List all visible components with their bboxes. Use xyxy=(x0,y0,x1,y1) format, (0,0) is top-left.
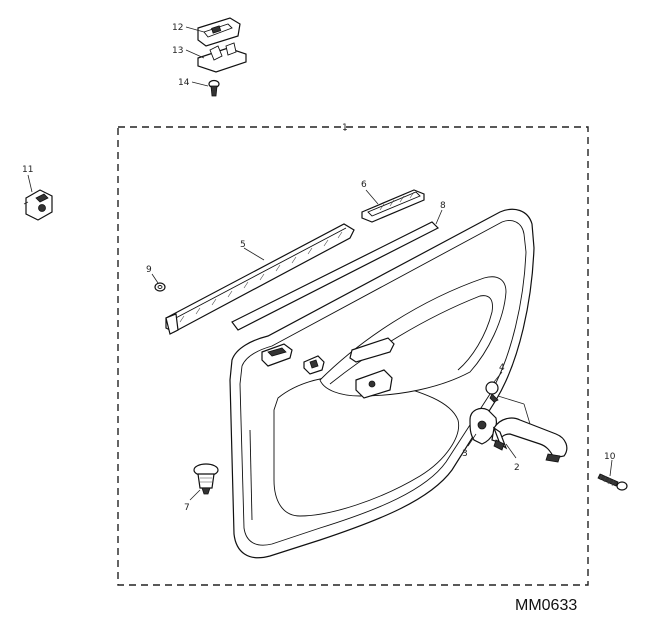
callout-9: 9 xyxy=(146,265,152,275)
callout-13: 13 xyxy=(172,46,183,56)
callout-2: 2 xyxy=(514,463,520,473)
part-11-clip xyxy=(23,189,53,221)
leader-lines xyxy=(27,26,613,501)
callout-1: 1 xyxy=(342,123,348,133)
callout-3: 3 xyxy=(462,449,468,459)
door-trim-panel xyxy=(229,208,535,559)
kit-boundary-box xyxy=(117,126,589,586)
callout-11: 11 xyxy=(22,165,33,175)
callout-10: 10 xyxy=(604,452,616,462)
part-2-grab-handle xyxy=(491,417,568,463)
part-4-screw-cap xyxy=(485,381,499,403)
part-10-screw xyxy=(597,473,628,491)
part-12-switch-bezel xyxy=(197,17,241,47)
callout-4: 4 xyxy=(499,363,505,373)
part-14-screw xyxy=(208,79,220,97)
callout-14: 14 xyxy=(178,78,190,88)
callout-5: 5 xyxy=(240,240,246,250)
part-9-washer xyxy=(154,282,166,292)
part-13-switch-housing xyxy=(197,42,247,73)
part-5-waist-seal xyxy=(165,223,355,335)
part-6-handle-insert xyxy=(361,189,425,223)
reference-code: MM0633 xyxy=(515,597,577,614)
part-8-trim-strip xyxy=(231,221,440,331)
callout-12: 12 xyxy=(172,23,183,33)
callout-8: 8 xyxy=(440,201,446,211)
callout-7: 7 xyxy=(184,503,190,513)
callout-6: 6 xyxy=(361,180,367,190)
part-7-fastener xyxy=(193,463,219,495)
